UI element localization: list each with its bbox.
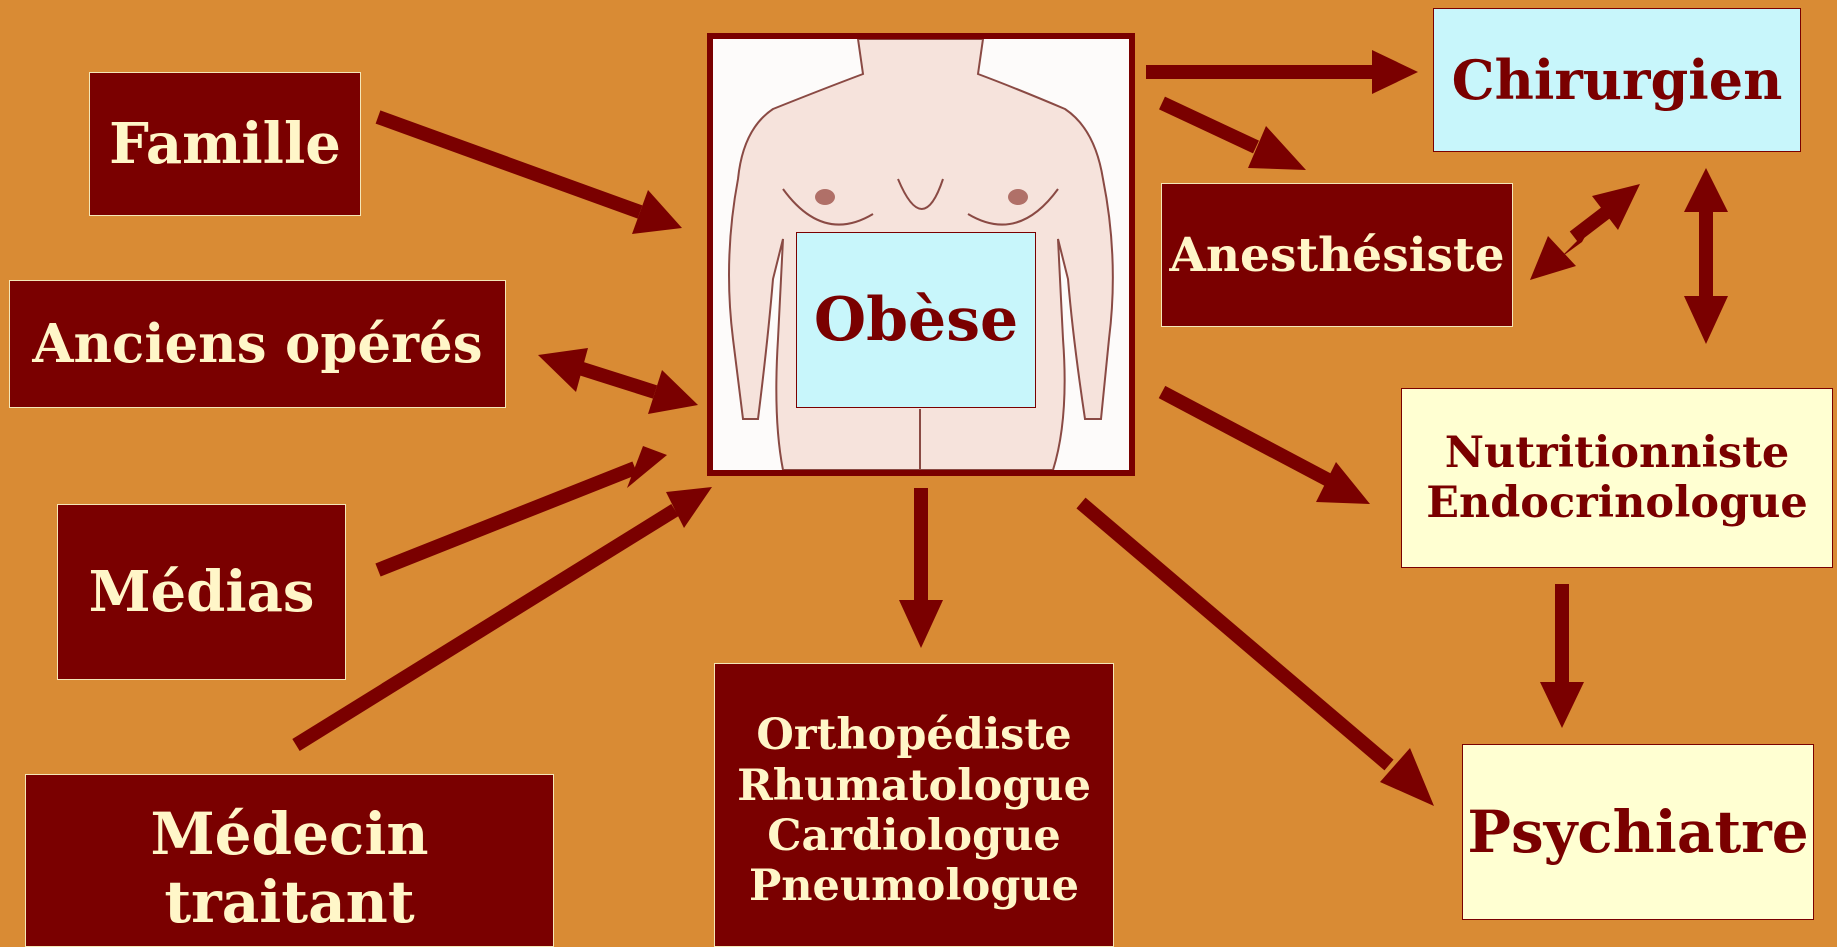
medecin-traitant-box: Médecin traitant: [25, 774, 554, 947]
arrow-anciens-obese: [570, 365, 655, 392]
chirurgien-box: Chirurgien: [1433, 8, 1801, 152]
arrowhead: [648, 370, 698, 414]
anciens-operes-box: Anciens opérés: [9, 280, 506, 408]
psychiatre-box: Psychiatre: [1462, 744, 1814, 920]
arrow-obese-to-psychiatre: [1081, 503, 1389, 765]
arrow-famille-to-obese: [378, 117, 640, 212]
arrowhead: [1372, 50, 1418, 94]
famille-label: Famille: [109, 111, 341, 177]
arrow-anesthesiste-chirurgien: [1574, 211, 1608, 237]
arrowhead: [1540, 682, 1584, 728]
specialiste-line: Cardiologue: [767, 811, 1061, 861]
specialiste-line: Orthopédiste: [756, 710, 1071, 760]
chirurgien-label: Chirurgien: [1452, 48, 1783, 112]
medias-label: Médias: [89, 559, 315, 625]
arrowhead: [538, 348, 588, 392]
endocrinologue-label: Endocrinologue: [1426, 478, 1808, 528]
arrowhead: [1530, 236, 1576, 280]
arrow-medecin-to-obese: [296, 510, 675, 745]
famille-box: Famille: [89, 72, 361, 216]
arrowhead: [1684, 296, 1728, 344]
specialiste-line: Pneumologue: [749, 861, 1079, 911]
arrowhead: [899, 600, 943, 648]
arrow-obese-to-anesthesiste: [1162, 103, 1256, 147]
arrowhead: [1248, 126, 1306, 170]
obese-center-label: Obèse: [796, 232, 1036, 408]
medias-box: Médias: [57, 504, 346, 680]
arrowhead: [1684, 168, 1728, 212]
nutrition-box: Nutritionniste Endocrinologue: [1401, 388, 1833, 568]
obese-label: Obèse: [814, 285, 1018, 355]
arrow-obese-to-nutrition: [1162, 392, 1334, 483]
psychiatre-label: Psychiatre: [1467, 798, 1808, 866]
specialistes-box: Orthopédiste Rhumatologue Cardiologue Pn…: [714, 663, 1114, 947]
nutritionniste-label: Nutritionniste: [1445, 428, 1790, 478]
anesthesiste-box: Anesthésiste: [1161, 183, 1513, 327]
medecin-traitant-label: Médecin traitant: [26, 800, 553, 936]
specialiste-line: Rhumatologue: [737, 761, 1091, 811]
anciens-operes-label: Anciens opérés: [32, 313, 482, 375]
anesthesiste-label: Anesthésiste: [1169, 228, 1504, 283]
